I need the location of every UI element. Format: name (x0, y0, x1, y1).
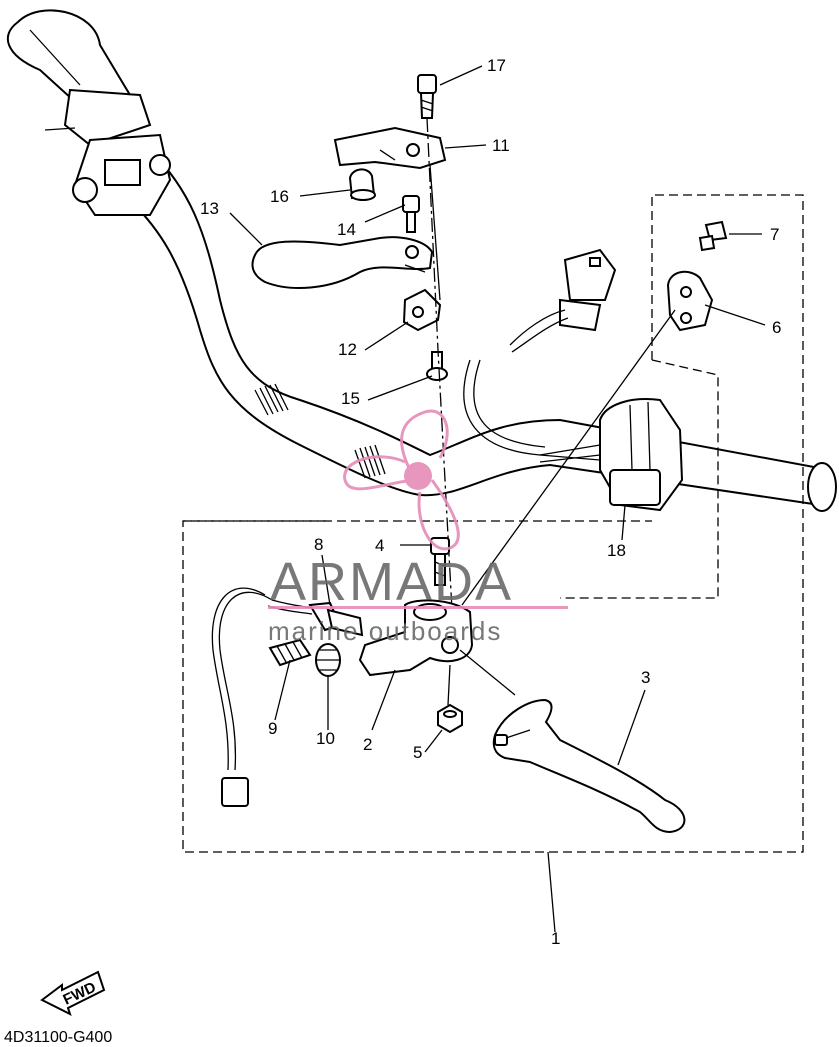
callout-13: 13 (200, 199, 219, 218)
nut-5 (437, 703, 463, 734)
watermark-logo: ARMADA marine outboards (268, 409, 568, 646)
callout-9: 9 (268, 719, 277, 738)
clamp-6 (666, 270, 714, 332)
callout-17: 17 (487, 56, 506, 75)
switch-8 (267, 599, 364, 637)
leader-lines (229, 65, 766, 933)
callout-10: 10 (316, 729, 335, 748)
callout-6: 6 (772, 318, 781, 337)
callout-2: 2 (363, 735, 372, 754)
bolt-14 (402, 195, 420, 233)
callout-16: 16 (270, 187, 289, 206)
connector (509, 248, 617, 353)
wire-connector (221, 777, 249, 807)
callout-14: 14 (337, 220, 356, 239)
screw-7 (698, 220, 728, 252)
callout-4: 4 (375, 536, 384, 555)
bolt-17 (417, 74, 437, 119)
plate-12 (402, 288, 442, 332)
callout-box-right (182, 194, 804, 853)
switch-18 (539, 398, 684, 512)
callout-15: 15 (341, 389, 360, 408)
bolt-4 (430, 537, 450, 586)
lever-13 (251, 236, 434, 289)
lever-3 (492, 698, 686, 834)
knob-16 (348, 168, 376, 201)
callout-5: 5 (413, 743, 422, 762)
callout-18: 18 (607, 541, 626, 560)
callout-8: 8 (314, 535, 323, 554)
callout-3: 3 (641, 668, 650, 687)
knob-10 (315, 643, 341, 677)
perch-2 (358, 599, 474, 677)
watermark-tagline: marine outboards (268, 616, 502, 646)
callout-12: 12 (338, 340, 357, 359)
bracket-11 (333, 126, 447, 170)
diagram-code: 4D31100-G400 (4, 1029, 112, 1046)
brake-master-cylinder (44, 88, 172, 216)
callout-labels: 1 2 3 4 5 6 7 8 9 10 11 12 13 14 15 16 1… (200, 56, 781, 948)
fwd-arrow-icon: FWD (40, 970, 106, 1016)
callout-1: 1 (551, 929, 560, 948)
spring-9 (268, 638, 312, 667)
callout-7: 7 (770, 225, 779, 244)
callout-11: 11 (492, 136, 510, 155)
screw-15 (426, 351, 448, 381)
watermark-brand: ARMADA (270, 552, 513, 612)
